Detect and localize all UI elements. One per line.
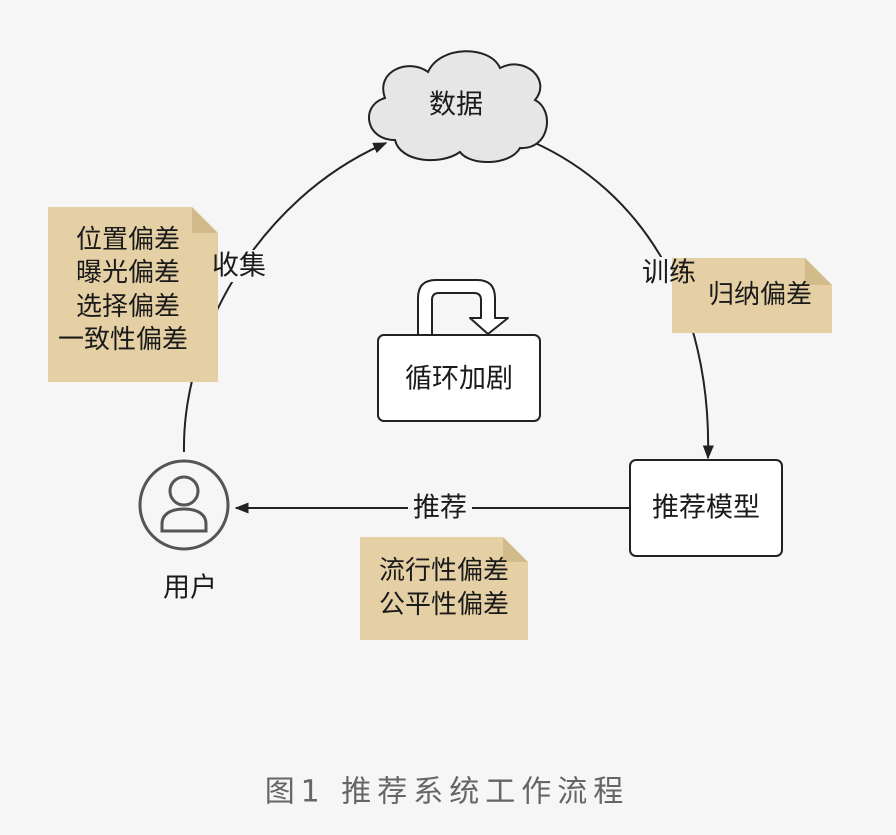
user-icon-ring: [138, 459, 230, 551]
train-note-fold: [805, 258, 832, 285]
user-icon: [138, 459, 230, 551]
recommend-label: 推荐: [413, 493, 467, 524]
bias-popularity: 流行性偏差: [379, 556, 509, 586]
recommend-note-fold: [503, 537, 528, 562]
recommendation-model-node: 推荐模型: [629, 459, 783, 557]
collect-label-bg: [212, 250, 266, 282]
bias-exposure: 曝光偏差: [76, 258, 180, 288]
bias-position: 位置偏差: [76, 225, 180, 255]
model-label: 推荐模型: [652, 493, 760, 524]
data-cloud: 数据: [368, 50, 548, 164]
train-label: 训练: [642, 258, 696, 289]
collect-note-fold: [192, 207, 218, 233]
loop-label: 循环加剧: [405, 364, 513, 395]
recommend-note-shape: [360, 537, 528, 640]
user-label: 用户: [163, 573, 217, 604]
bias-conformity: 一致性偏差: [58, 325, 188, 355]
loop-box: [377, 334, 541, 422]
collect-bias-note: 位置偏差 曝光偏差 选择偏差 一致性偏差: [48, 207, 218, 382]
train-note-shape: [672, 258, 832, 333]
user-icon-body: [160, 507, 208, 533]
feedback-loop-node: 循环加剧: [377, 279, 541, 422]
recommend-bias-note: 流行性偏差 公平性偏差: [360, 537, 528, 640]
collect-label: 收集: [212, 251, 266, 282]
bias-inductive: 归纳偏差: [708, 280, 812, 310]
model-box: [629, 459, 783, 557]
user-icon-head: [168, 475, 200, 507]
cloud-shape: [368, 50, 548, 164]
bias-selection: 选择偏差: [76, 292, 180, 322]
cloud-label: 数据: [429, 90, 483, 121]
user-node: 用户: [138, 459, 230, 604]
recommend-label-bg: [408, 492, 472, 524]
figure-caption: 图1 推荐系统工作流程: [265, 775, 630, 810]
collect-note-shape: [48, 207, 218, 382]
train-bias-note: 归纳偏差: [672, 258, 832, 333]
bias-fairness: 公平性偏差: [379, 590, 509, 620]
u-turn-arrow-icon: [417, 279, 509, 336]
